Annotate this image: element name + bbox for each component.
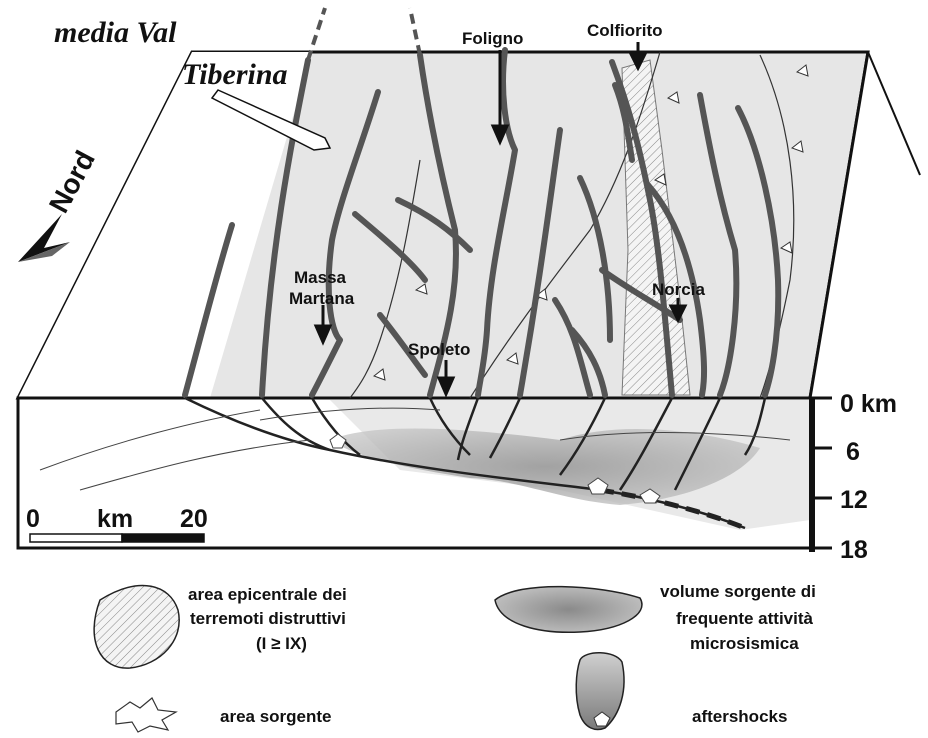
fault-projection-right [410, 8, 420, 55]
legend-volume-line2: frequente attività [676, 609, 814, 628]
scale-bar [30, 534, 204, 542]
scale-end: 20 [180, 505, 208, 533]
legend-volume-line3: microsismica [690, 634, 799, 653]
legend-epicentral-line3: (I ≥ IX) [256, 634, 307, 653]
depth-label-6: 6 [846, 438, 860, 466]
town-massa-line2: Martana [289, 289, 355, 308]
town-spoleto: Spoleto [408, 340, 470, 359]
legend: area epicentrale dei terremoti distrutti… [94, 582, 816, 732]
depth-label-0: 0 km [840, 390, 897, 418]
scale-start: 0 [26, 505, 40, 533]
town-massa-line1: Massa [294, 268, 347, 287]
town-norcia: Norcia [652, 280, 705, 299]
legend-epicentral-line2: terremoti distruttivi [190, 609, 346, 628]
depth-label-12: 12 [840, 486, 868, 514]
legend-epicentral-symbol [94, 586, 179, 669]
town-foligno: Foligno [462, 29, 523, 48]
legend-source-area-symbol [116, 698, 176, 732]
legend-aftershocks-label: aftershocks [692, 707, 787, 726]
depth-label-18: 18 [840, 536, 868, 564]
region-label-line2: Tiberina [182, 58, 288, 91]
legend-volume-symbol [495, 587, 642, 633]
region-label-line1: media Val [54, 16, 177, 49]
scale-unit: km [97, 505, 133, 533]
legend-epicentral-line1: area epicentrale dei [188, 585, 347, 604]
legend-source-area-label: area sorgente [220, 707, 332, 726]
town-colfiorito: Colfiorito [587, 21, 663, 40]
north-arrow [18, 214, 70, 262]
north-label: Nord [43, 146, 101, 218]
legend-volume-line1: volume sorgente di [660, 582, 816, 601]
